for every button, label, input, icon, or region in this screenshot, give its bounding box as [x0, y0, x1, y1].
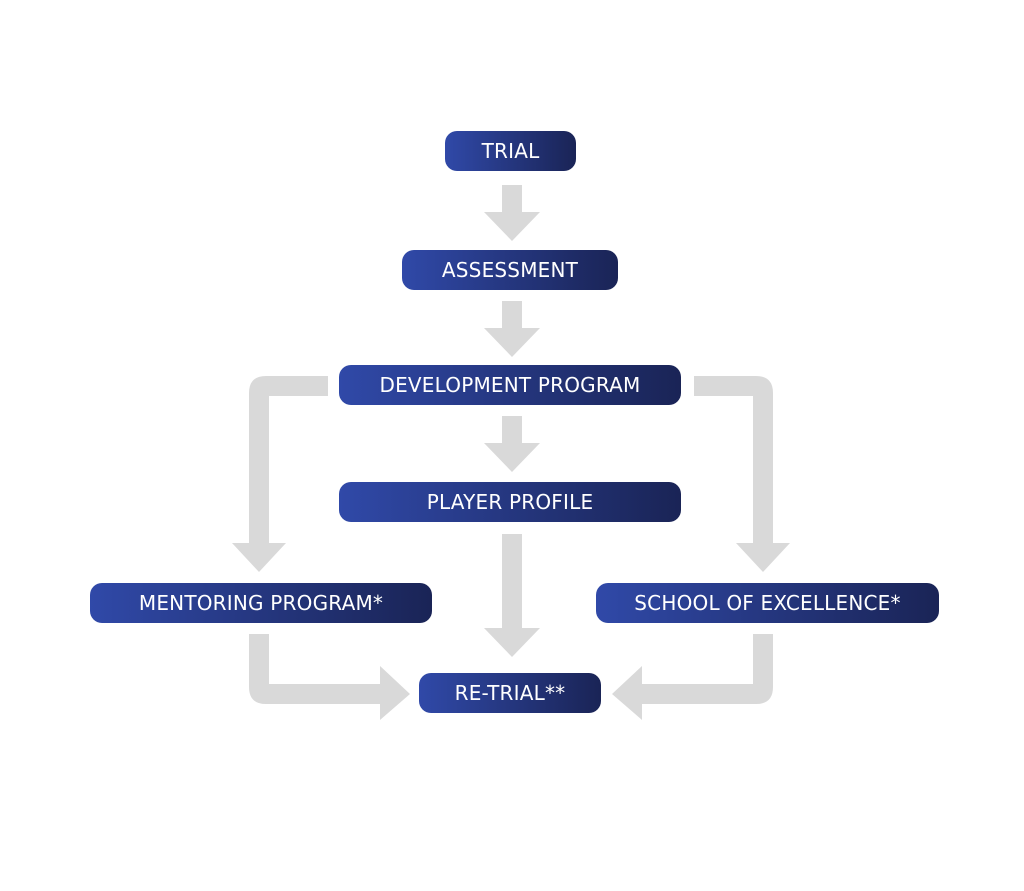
node-re-trial: RE-TRIAL** — [419, 673, 601, 713]
arrow-trial-to-assessment — [484, 185, 540, 241]
arrow-mentoring-to-retrial — [249, 634, 410, 720]
node-mentoring-program: MENTORING PROGRAM* — [90, 583, 432, 623]
arrow-development-to-mentoring — [232, 376, 328, 572]
node-school-of-excellence: SCHOOL OF EXCELLENCE* — [596, 583, 939, 623]
arrow-development-to-profile — [484, 416, 540, 472]
arrow-development-to-school — [694, 376, 790, 572]
arrow-school-to-retrial — [612, 634, 773, 720]
node-player-profile: PLAYER PROFILE — [339, 482, 681, 522]
arrow-assessment-to-development — [484, 301, 540, 357]
node-trial: TRIAL — [445, 131, 576, 171]
node-assessment: ASSESSMENT — [402, 250, 618, 290]
arrow-profile-to-retrial — [484, 534, 540, 657]
node-development-program: DEVELOPMENT PROGRAM — [339, 365, 681, 405]
